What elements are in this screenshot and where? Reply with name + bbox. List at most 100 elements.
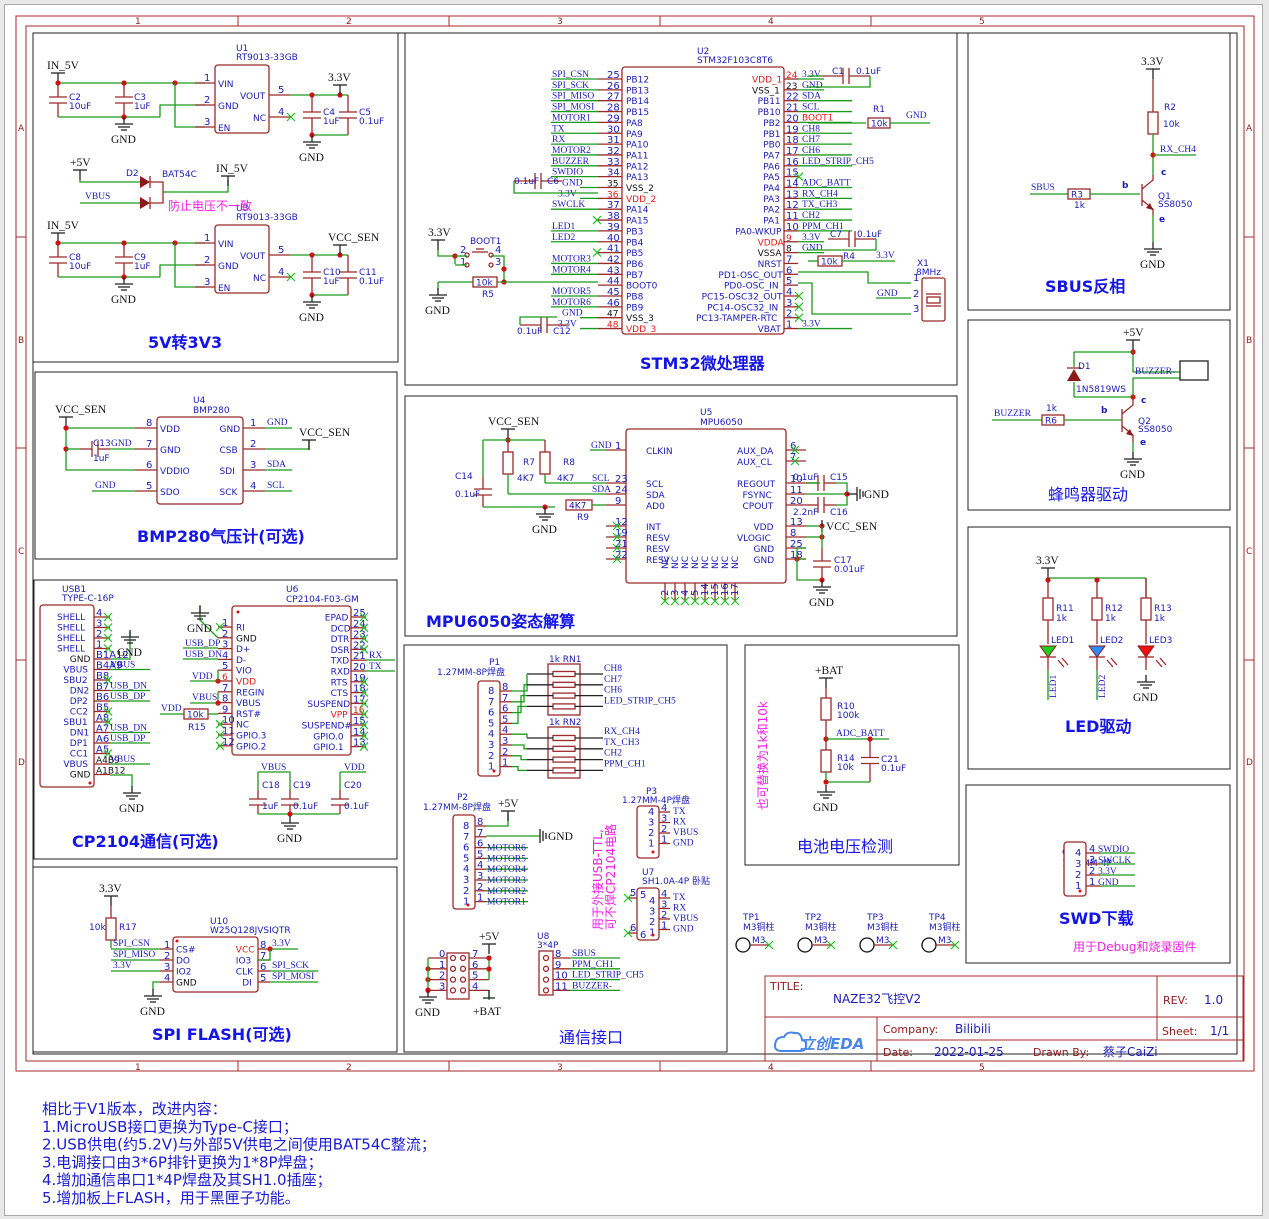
resistor-icon <box>552 703 576 710</box>
testpoint-label: M3 <box>876 936 890 946</box>
ic-part: MPU6050 <box>700 418 743 428</box>
connector-body <box>538 950 554 996</box>
resistor-icon <box>1042 597 1054 621</box>
net-label: SPI_MISO <box>113 950 155 960</box>
resistor-value: R6 <box>1045 417 1057 427</box>
pin-name: DI <box>242 979 252 989</box>
pin-name: PB7 <box>626 271 643 281</box>
pin-number: 4 <box>1089 844 1095 855</box>
net-label: BUZZER <box>552 157 590 167</box>
pin-number: 5 <box>278 85 284 96</box>
pin-number: 10 <box>786 222 799 233</box>
pin-number: 3 <box>786 298 792 309</box>
wire <box>163 180 229 193</box>
pin-number: 8 <box>146 418 152 429</box>
ic-ref: U3 <box>236 204 248 214</box>
power-label: VCC_SEN <box>328 232 380 244</box>
section-title-battery: 电池电压检测 <box>797 837 893 856</box>
net-label: RX <box>369 651 382 661</box>
pin-number: 9 <box>555 960 561 971</box>
grid-col-label: 2 <box>346 17 352 27</box>
header-pin-icon <box>459 954 467 962</box>
pin-number: 35 <box>607 180 618 190</box>
pin1-marker <box>88 781 92 785</box>
cap-value: 0.1uF <box>514 177 539 187</box>
no-connect-icon <box>592 215 602 225</box>
revision-note-line: 相比于V1版本，改进内容： <box>42 1100 227 1118</box>
pin-number: 3 <box>164 962 170 973</box>
pin-name: VDD_2 <box>626 195 656 205</box>
pin-number: B6 <box>96 692 109 703</box>
ground-label: GND <box>532 524 557 536</box>
transistor-pin: b <box>1122 181 1129 191</box>
pin-name: CPOUT <box>743 502 774 512</box>
revision-notes: 相比于V1版本，改进内容：1.MicroUSB接口更换为Type-C接口；2.U… <box>42 1100 436 1207</box>
pin-number: 13 <box>790 517 803 528</box>
cap-ref: C7 <box>830 230 842 240</box>
pin-number: 17 <box>353 694 366 705</box>
pin-name: GPIO.3 <box>236 732 266 742</box>
pin-number: 6 <box>786 265 792 276</box>
pin-name: PB3 <box>626 227 643 237</box>
net-label: SPI_MOSI <box>272 972 314 982</box>
pin-name: VSS_3 <box>626 314 654 324</box>
pin-name: D+ <box>236 645 250 655</box>
mounting-hole-icon <box>859 937 875 953</box>
net-label: SDA <box>592 485 611 495</box>
title-label: TITLE: <box>769 980 803 993</box>
transistor-part: SS8050 <box>1158 200 1193 210</box>
ic-ref: U1 <box>236 44 248 54</box>
pin-number: 7 <box>260 951 266 962</box>
section-title-swd: SWD下载 <box>1059 909 1133 928</box>
pin-number: 1 <box>463 897 469 908</box>
net-label: 3.3V <box>876 251 895 261</box>
net-label: PPM_CH1 <box>802 222 844 232</box>
resistor-value: 1k <box>1056 614 1068 624</box>
pin-name: PA5 <box>763 173 780 183</box>
pin-name: PA3 <box>763 195 780 205</box>
ic-part: RT9013-33GB <box>236 213 298 223</box>
pin-number: 3 <box>96 619 102 630</box>
pin-number: 45 <box>607 287 620 298</box>
ground-label: GND <box>119 803 144 815</box>
title-block: TITLE: NAZE32飞控V2 REV: 1.0 Company: Bili… <box>764 975 1244 1062</box>
pin-number: 2 <box>222 629 228 640</box>
pin-number: 6 <box>502 704 508 715</box>
pin-name: PA8 <box>626 119 643 129</box>
pin-name: FSYNC <box>743 491 772 501</box>
section-title-flash: SPI FLASH(可选) <box>152 1025 292 1044</box>
pin-name: SUSPEND# <box>302 722 352 732</box>
pin-name: VLOGIC <box>737 534 771 544</box>
pin-number: 3 <box>661 814 667 825</box>
title-value: NAZE32飞控V2 <box>833 992 921 1006</box>
pin-number: B1A12 <box>96 650 129 661</box>
net-label: CH8 <box>604 664 622 674</box>
pin-number: 47 <box>607 310 618 320</box>
power-label: VCC_SEN <box>299 427 351 439</box>
pin-number: 5 <box>278 245 284 256</box>
revision-note-line: 4.增加通信串口1*4P焊盘及其SH1.0插座； <box>42 1171 332 1189</box>
buzzer-icon <box>1179 360 1209 381</box>
pin-number: 4 <box>1075 848 1081 859</box>
pin-name: GND <box>754 556 775 566</box>
pin-number: 1 <box>488 762 494 773</box>
no-connect-icon <box>612 532 622 542</box>
pin-number: 14 <box>786 179 799 190</box>
net-label: PPM_CH1 <box>604 759 646 769</box>
section-title-stm32: STM32微处理器 <box>640 354 766 373</box>
pin-number: 6 <box>630 923 636 934</box>
pin-number: 4 <box>661 889 667 900</box>
pin-number: 2 <box>660 590 671 596</box>
net-label: 3.3V <box>802 233 821 243</box>
pin-number: 46 <box>607 298 620 309</box>
pin-number: 6 <box>640 930 646 941</box>
net-label: GND <box>877 289 898 299</box>
pin-number: 18 <box>353 684 366 695</box>
cap-ref: C8 <box>69 253 81 263</box>
transistor-icon <box>1141 199 1154 215</box>
net-label: LED1 <box>1049 675 1059 698</box>
pin-number: B8 <box>96 671 109 682</box>
section-frame-swd <box>965 784 1231 964</box>
pin-name: DO <box>176 957 190 967</box>
pin-number: 5 <box>477 849 483 860</box>
